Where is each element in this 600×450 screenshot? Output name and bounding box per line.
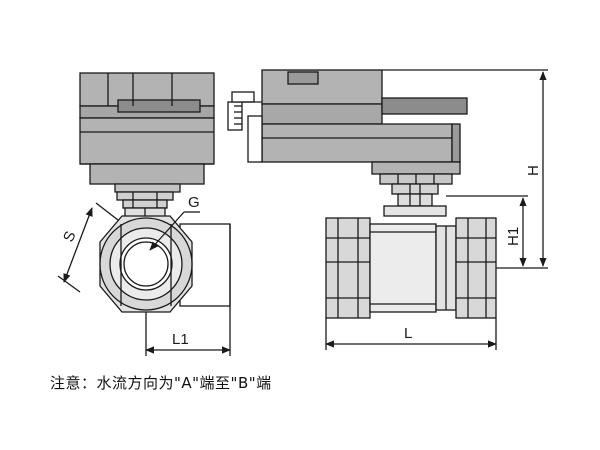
label-l: L [404,325,412,342]
h-dimensions [382,69,548,269]
actuator-front [227,69,468,185]
port-hex [99,215,193,313]
label-h1: H1 [505,227,522,246]
label-g: G [188,194,200,211]
label-l1: L1 [172,331,189,348]
flow-direction-note: 注意：水流方向为"A"端至"B"端 [50,374,272,392]
label-h: H [525,165,542,176]
label-s: S [60,229,80,245]
valve-body-front [325,217,497,319]
g-callout [149,211,200,251]
s-dimension [57,202,119,293]
l-dimension [325,318,497,350]
actuator-side [79,72,215,193]
side-view [57,72,231,356]
stem-front [383,183,447,217]
l1-dimension [145,306,231,356]
front-view [227,69,548,350]
